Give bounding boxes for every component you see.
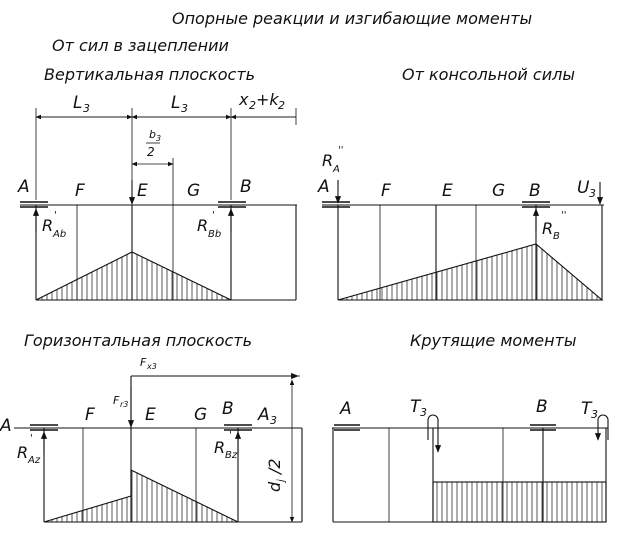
horiz-point-b: B — [222, 399, 234, 419]
svg-text:3: 3 — [591, 408, 598, 421]
horiz-point-f: F — [85, 405, 95, 425]
svg-text:R: R — [542, 219, 553, 238]
horiz-point-g: G — [194, 405, 207, 425]
svg-text:3: 3 — [420, 406, 427, 419]
svg-text:L: L — [171, 93, 180, 113]
svg-text:B: B — [553, 231, 560, 242]
svg-text:3: 3 — [181, 102, 188, 115]
cant-point-f: F — [381, 181, 391, 201]
svg-text:2: 2 — [249, 99, 256, 112]
torque-symbol-right — [594, 414, 609, 441]
svg-text:b: b — [149, 128, 156, 141]
svg-text:3: 3 — [156, 134, 161, 143]
svg-text:R: R — [214, 438, 225, 457]
vert-point-a: A — [17, 177, 30, 197]
svg-text:': ' — [54, 210, 57, 221]
horizontal-moment-diagram — [43, 469, 239, 523]
svg-text:j: j — [276, 479, 287, 484]
svg-text:'': '' — [338, 145, 344, 156]
vert-point-b: B — [240, 177, 252, 197]
torque-point-b: B — [536, 397, 548, 417]
svg-text:d: d — [265, 481, 284, 492]
cant-point-e: E — [442, 181, 453, 201]
vertical-moment-diagram — [35, 251, 232, 301]
svg-text:3: 3 — [589, 187, 596, 200]
svg-text:Ab: Ab — [52, 229, 66, 240]
svg-text:A: A — [332, 164, 340, 175]
torque-diagram — [432, 481, 607, 523]
cant-point-a: A — [317, 177, 330, 197]
dim-label-dj-half: dj /2 — [265, 458, 287, 492]
torque-point-a: A — [339, 399, 352, 419]
svg-text:2: 2 — [147, 145, 155, 159]
cantilever-title: От консольной силы — [402, 65, 575, 84]
svg-text:T: T — [410, 397, 422, 417]
svg-text:F: F — [113, 394, 120, 407]
svg-text:R: R — [42, 216, 53, 235]
svg-text:3: 3 — [270, 414, 277, 427]
cantilever-moment-diagram — [337, 243, 604, 301]
svg-text:Az: Az — [27, 455, 41, 466]
svg-text:x3: x3 — [146, 362, 157, 371]
svg-text:F: F — [140, 356, 147, 369]
torque-title: Крутящие моменты — [410, 331, 577, 350]
svg-text:/2: /2 — [265, 458, 284, 476]
svg-text:R: R — [322, 151, 333, 170]
svg-text:L: L — [73, 93, 82, 113]
svg-text:R: R — [197, 216, 208, 235]
vert-point-e: E — [137, 181, 148, 201]
horiz-point-e: E — [145, 405, 156, 425]
svg-text:x: x — [238, 90, 249, 109]
diagram-subtitle: От сил в зацеплении — [52, 36, 229, 55]
vertical-plane-title: Вертикальная плоскость — [44, 65, 255, 84]
svg-text:3: 3 — [83, 102, 90, 115]
svg-text:U: U — [577, 178, 590, 198]
svg-text:': ' — [30, 433, 33, 444]
diagram-title: Опорные реакции и изгибающие моменты — [172, 9, 532, 28]
svg-text:': ' — [212, 210, 215, 221]
svg-text:Bb: Bb — [208, 229, 221, 240]
svg-text:': ' — [229, 430, 232, 441]
horiz-point-a: A — [0, 416, 12, 436]
svg-text:r3: r3 — [120, 400, 128, 409]
vert-point-f: F — [75, 181, 85, 201]
torque-symbol-left — [427, 414, 442, 453]
cant-point-g: G — [492, 181, 505, 201]
svg-text:Bz: Bz — [225, 450, 238, 461]
svg-text:2: 2 — [278, 99, 285, 112]
svg-text:T: T — [581, 399, 593, 419]
svg-text:A: A — [257, 405, 270, 425]
svg-text:R: R — [17, 443, 28, 462]
cant-point-b: B — [529, 181, 541, 201]
horizontal-plane-title: Горизонтальная плоскость — [24, 331, 252, 350]
svg-text:'': '' — [561, 210, 567, 221]
vert-point-g: G — [187, 181, 200, 201]
svg-text:+k: +k — [256, 90, 279, 109]
